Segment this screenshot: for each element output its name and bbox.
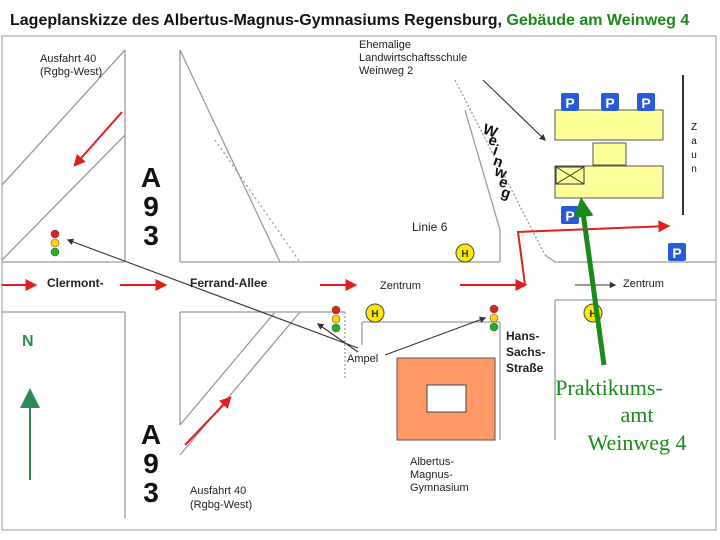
page-title: Lageplanskizze des Albertus-Magnus-Gymna…	[10, 12, 689, 30]
praktikumsamt-line3: Weinweg 4	[587, 430, 686, 455]
parking-icon: P	[601, 93, 619, 111]
building-gymnasium	[396, 357, 496, 441]
svg-text:H: H	[589, 309, 596, 320]
traffic-light-label: Ampel	[347, 353, 378, 365]
svg-text:P: P	[605, 95, 614, 111]
exit-bottom-line1: Ausfahrt 40	[190, 485, 246, 497]
street-clermont: Clermont-	[47, 276, 104, 290]
title-sub: Gebäude am Weinweg 4	[506, 12, 690, 29]
parking-icon: P	[637, 93, 655, 111]
zentrum-label-2: Zentrum	[623, 278, 664, 290]
gymnasium-line3: Gymnasium	[410, 482, 469, 494]
parking-icons: P P P P P	[561, 93, 686, 261]
hans-sachs-line3: Straße	[506, 361, 544, 375]
hans-sachs-line1: Hans-	[506, 329, 539, 343]
map-frame	[1, 35, 717, 531]
former-school-line2: Landwirtschaftsschule	[359, 52, 467, 64]
praktikumsamt-arrow	[573, 197, 607, 366]
zentrum-label-1: Zentrum	[380, 280, 421, 292]
parking-icon: P	[561, 93, 579, 111]
parking-icon: P	[561, 206, 579, 224]
north-label: N	[22, 333, 34, 350]
gymnasium-line2: Magnus-	[410, 469, 453, 481]
building-weinweg-4	[554, 109, 664, 199]
svg-text:P: P	[565, 95, 574, 111]
title-main: Lageplanskizze des Albertus-Magnus-Gymna…	[10, 12, 502, 29]
gymnasium-line1: Albertus-	[410, 456, 454, 468]
exit-top-line2: (Rgbg-West)	[40, 66, 102, 78]
svg-text:P: P	[565, 208, 574, 224]
bus-stop-icon: H	[365, 303, 385, 323]
exit-top-line1: Ausfahrt 40	[40, 53, 96, 65]
bus-line-label: Linie 6	[412, 220, 448, 234]
north-arrow-icon	[20, 388, 40, 480]
traffic-light-icon	[331, 305, 341, 333]
bus-stop-icon: H	[455, 243, 475, 263]
praktikumsamt-line1: Praktikums-	[555, 375, 663, 400]
traffic-lights	[50, 229, 499, 333]
svg-text:H: H	[371, 309, 378, 320]
traffic-light-icon	[50, 229, 60, 257]
street-ferrand: Ferrand-Allee	[190, 276, 268, 290]
road-lines	[1, 49, 716, 518]
traffic-light-icon	[489, 304, 499, 332]
svg-text:P: P	[641, 95, 650, 111]
svg-text:H: H	[461, 249, 468, 260]
direction-arrows	[2, 111, 671, 446]
praktikumsamt-line2: amt	[621, 402, 654, 427]
svg-text:P: P	[672, 245, 681, 261]
exit-bottom-line2: (Rgbg-West)	[190, 499, 252, 511]
former-school-line3: Weinweg 2	[359, 65, 413, 77]
former-school-line1: Ehemalige	[359, 39, 411, 51]
parking-icon: P	[668, 243, 686, 261]
hans-sachs-line2: Sachs-	[506, 345, 545, 359]
